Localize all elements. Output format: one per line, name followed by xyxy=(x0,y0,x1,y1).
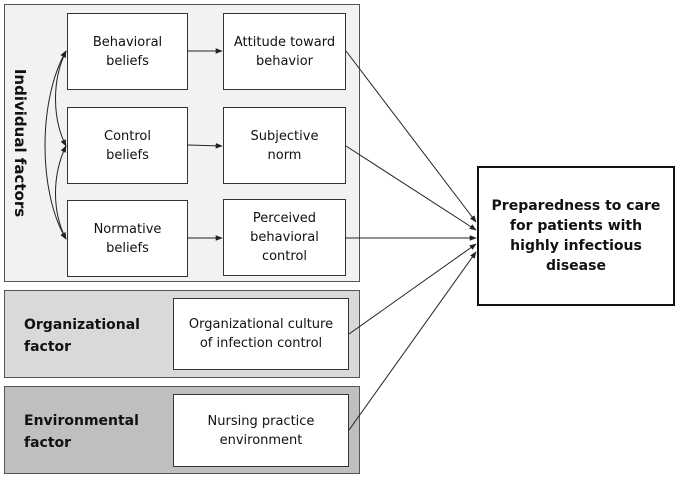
arrow-control-to-subjective xyxy=(187,143,223,149)
subjective-norm-box: Subjective norm xyxy=(223,107,346,184)
arrow-organizational-to-outcome xyxy=(348,243,477,335)
correlation-behavioral-control xyxy=(55,50,67,147)
correlation-control-normative xyxy=(55,145,67,240)
control-beliefs-box: Control beliefs xyxy=(67,107,188,184)
arrow-nursing-to-outcome xyxy=(348,251,477,431)
preparedness-outcome-box: Preparedness to care for patients with h… xyxy=(477,166,675,306)
organizational-factor-label: Organizational factor xyxy=(24,317,140,355)
perceived-behavioral-control-box: Perceived behavioral control xyxy=(223,199,346,276)
correlation-behavioral-normative xyxy=(44,50,67,240)
attitude-toward-behavior-box: Attitude toward behavior xyxy=(223,13,346,90)
nursing-practice-environment-box: Nursing practice environment xyxy=(173,394,349,467)
arrow-attitude-to-outcome xyxy=(345,50,477,223)
organizational-culture-box: Organizational culture of infection cont… xyxy=(173,298,349,370)
normative-beliefs-box: Normative beliefs xyxy=(67,200,188,277)
environmental-factor-label: Environmental factor xyxy=(24,413,139,451)
arrow-subjective-to-outcome xyxy=(345,145,477,231)
behavioral-beliefs-box: Behavioral beliefs xyxy=(67,13,188,90)
